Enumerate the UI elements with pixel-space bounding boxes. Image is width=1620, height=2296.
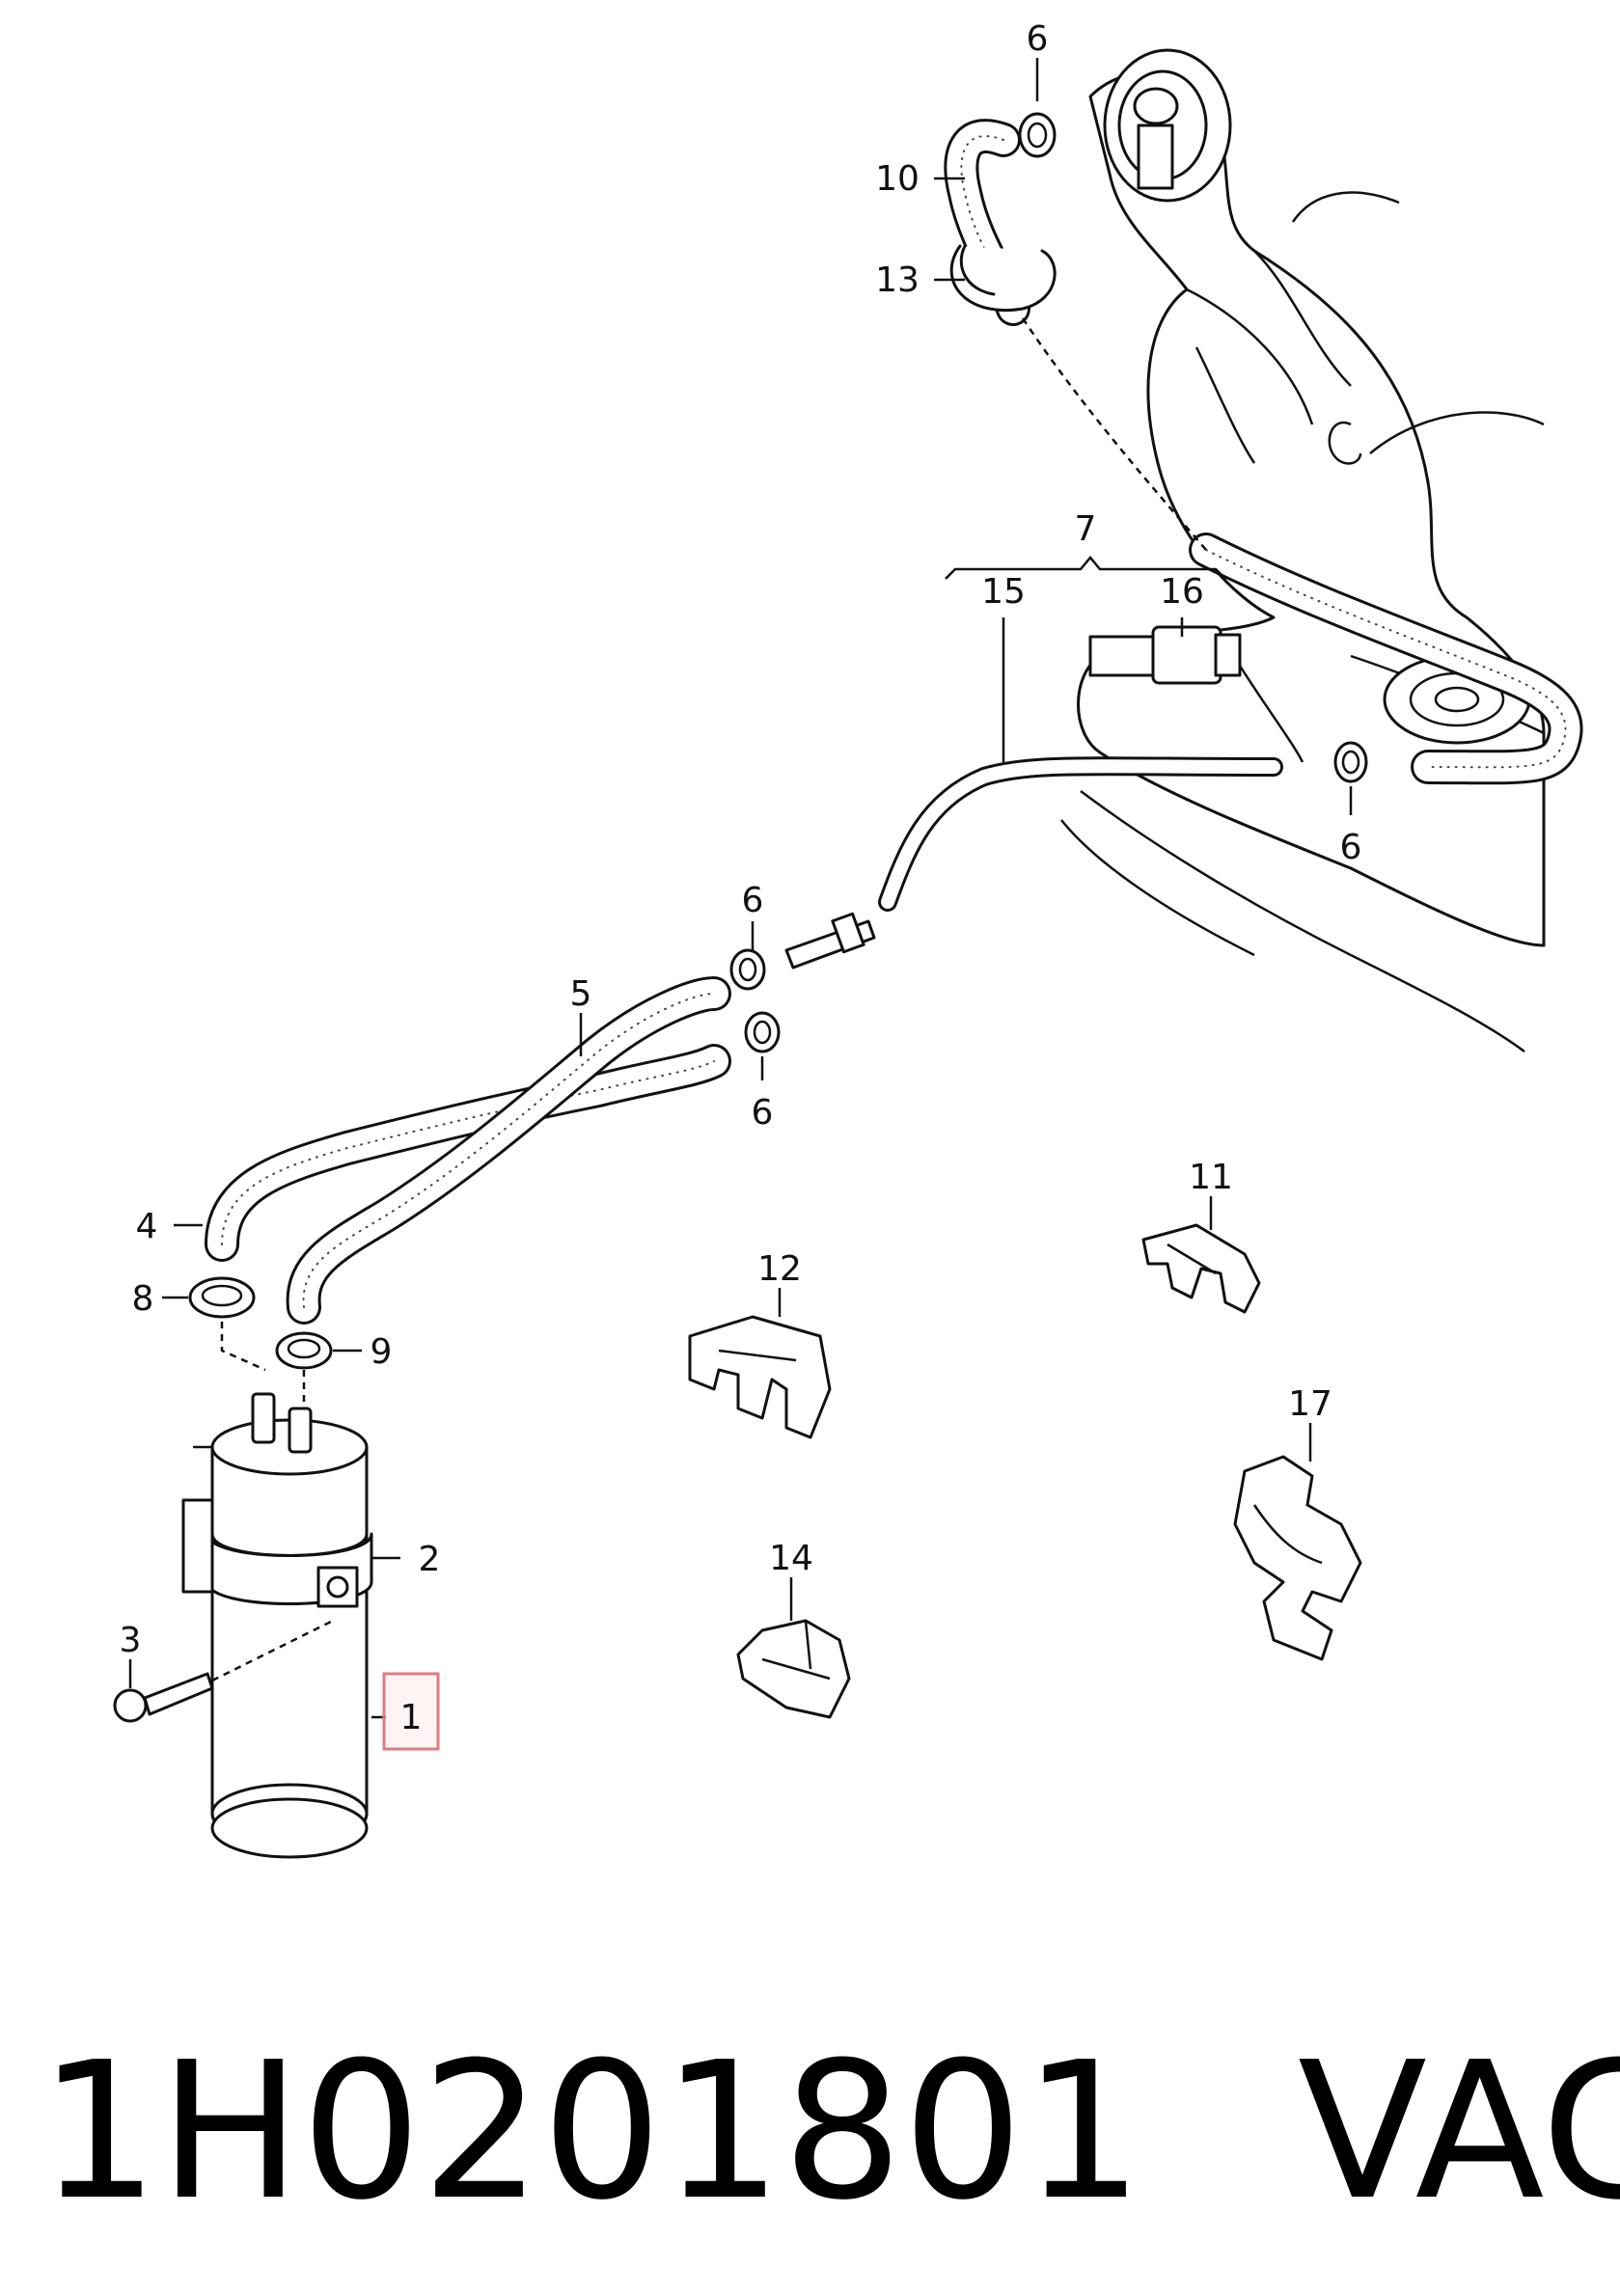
footer-caption: 1H0201801 VAG <box>39 2007 1620 2257</box>
clip-17 <box>1233 1455 1362 1661</box>
callout-6-mid-upper: 6 <box>742 881 764 920</box>
callout-11: 11 <box>1189 1158 1233 1197</box>
callout-7: 7 <box>1075 509 1097 549</box>
parts-diagram: 6 10 13 7 15 16 6 6 6 5 4 8 9 2 3 1 11 1… <box>113 19 1583 1859</box>
bracket-7 <box>945 556 1226 580</box>
callout-6-top: 6 <box>1027 19 1049 59</box>
connector-nozzle <box>784 912 876 970</box>
dashed-leader-vent <box>1021 317 1207 551</box>
brand-name: VAG <box>1298 2022 1620 2242</box>
callout-4: 4 <box>136 1207 158 1246</box>
callout-12: 12 <box>757 1249 802 1289</box>
highlight-box <box>382 1672 440 1751</box>
clamp-9 <box>275 1331 333 1370</box>
callout-6-right: 6 <box>1340 828 1362 867</box>
fuel-tank <box>1060 48 1546 1053</box>
clip-11 <box>1141 1223 1261 1314</box>
callout-16: 16 <box>1160 572 1204 612</box>
callout-8: 8 <box>132 1279 154 1319</box>
clamp-6-mid-upper <box>729 948 766 991</box>
callout-17: 17 <box>1288 1384 1332 1424</box>
screw-3 <box>113 1619 334 1723</box>
clamp-6-mid-lower <box>744 1011 781 1053</box>
hose-tank-vent <box>1189 533 1583 785</box>
hose-4 <box>205 1044 731 1262</box>
callout-15: 15 <box>981 572 1026 612</box>
callout-13: 13 <box>875 260 920 300</box>
callout-14: 14 <box>769 1539 813 1578</box>
callout-3: 3 <box>120 1621 142 1660</box>
clamp-6-right <box>1333 741 1368 783</box>
clip-13 <box>949 244 1057 312</box>
leader-lines <box>128 58 1353 1719</box>
clamp-6-top <box>1018 112 1057 158</box>
hose-5 <box>286 976 731 1325</box>
carbon-canister <box>181 1392 373 1859</box>
clamp-8 <box>188 1276 256 1319</box>
callout-6-mid-lower: 6 <box>752 1093 774 1133</box>
callout-labels: 6 10 13 7 15 16 6 6 6 5 4 8 9 2 3 1 11 1… <box>120 19 1362 1737</box>
callout-9: 9 <box>371 1332 393 1372</box>
callout-2: 2 <box>419 1540 441 1579</box>
callout-10: 10 <box>875 159 920 199</box>
pipe-15 <box>878 756 1283 912</box>
callout-1: 1 <box>400 1698 423 1737</box>
dashed-leader-8 <box>220 1322 266 1372</box>
clip-12 <box>688 1315 832 1439</box>
callout-5: 5 <box>570 974 592 1014</box>
clip-14 <box>736 1619 851 1719</box>
connector-16 <box>1088 625 1304 763</box>
part-number: 1H0201801 <box>39 2022 1143 2242</box>
